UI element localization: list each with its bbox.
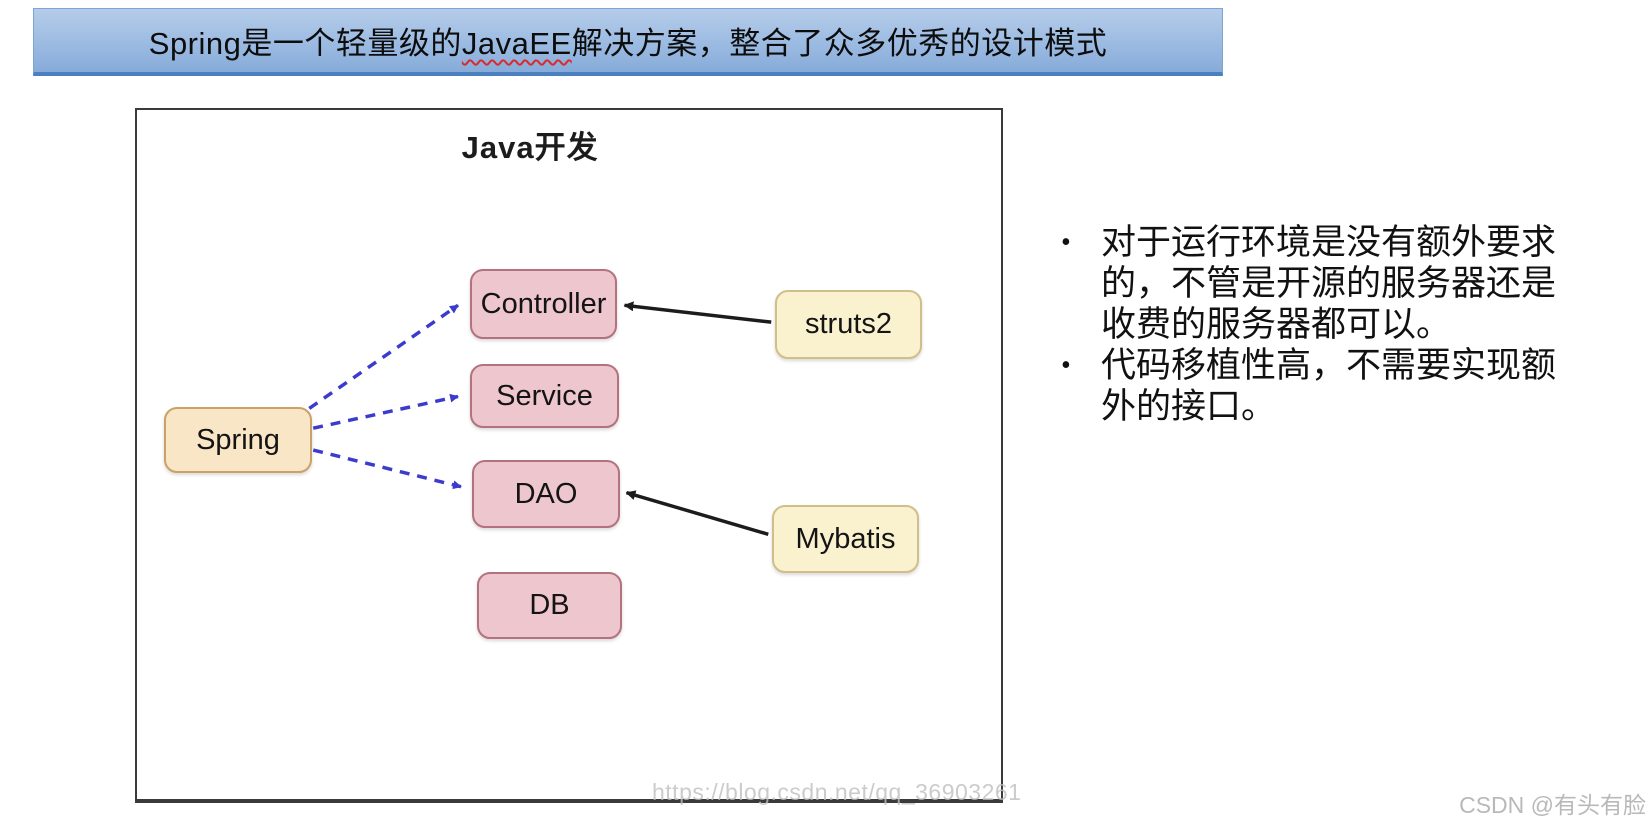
list-item: • 代码移植性高，不需要实现额外的接口。: [1055, 345, 1565, 427]
node-service-label: Service: [496, 379, 593, 412]
bullet-text-2: 代码移植性高，不需要实现额外的接口。: [1101, 346, 1557, 426]
node-struts2-label: struts2: [804, 308, 893, 340]
edge-spring-service: [312, 393, 459, 430]
banner-title: Spring是一个轻量级的JavaEE解决方案，整合了众多优秀的设计模式: [149, 18, 1107, 63]
node-service: Service: [470, 364, 619, 428]
node-mybatis-label: Mybatis: [795, 522, 896, 555]
node-spring: Spring: [164, 407, 312, 473]
diagram-title: Java开发: [461, 130, 599, 165]
node-struts2: struts2: [775, 290, 922, 359]
blog-url-watermark: https://blog.csdn.net/qq_36903261: [652, 779, 1022, 805]
csdn-author-credit: CSDN @有头有脸: [1459, 792, 1646, 818]
node-mybatis: Mybatis: [772, 505, 919, 573]
banner-title-javaee-misspelled: JavaEE: [461, 26, 572, 61]
edge-struts2-controller: [623, 301, 772, 324]
bullet-dot: •: [1061, 350, 1071, 381]
bullet-dot: •: [1061, 227, 1071, 258]
bullet-notes: • 对于运行环境是没有额外要求的，不管是开源的服务器还是收费的服务器都可以。 •…: [1055, 222, 1565, 427]
bullet-text-1: 对于运行环境是没有额外要求的，不管是开源的服务器还是收费的服务器都可以。: [1101, 223, 1557, 344]
architecture-diagram-panel: Java开发 Spring Controller: [135, 108, 1003, 803]
diagram-edges: [308, 301, 772, 536]
title-banner: Spring是一个轻量级的JavaEE解决方案，整合了众多优秀的设计模式: [33, 8, 1223, 76]
edge-mybatis-dao: [625, 490, 769, 536]
banner-title-suffix: 解决方案，整合了众多优秀的设计模式: [571, 26, 1108, 61]
node-dao: DAO: [472, 460, 620, 528]
node-spring-label: Spring: [196, 423, 280, 456]
list-item: • 对于运行环境是没有额外要求的，不管是开源的服务器还是收费的服务器都可以。: [1055, 222, 1565, 345]
banner-title-prefix: Spring是一个轻量级的: [148, 26, 462, 61]
node-db: DB: [477, 572, 622, 639]
node-controller: Controller: [470, 269, 617, 339]
node-dao-label: DAO: [514, 477, 578, 510]
node-controller-label: Controller: [480, 287, 607, 320]
edge-spring-controller: [308, 303, 459, 410]
edge-spring-dao: [312, 448, 462, 490]
node-db-label: DB: [529, 589, 570, 621]
